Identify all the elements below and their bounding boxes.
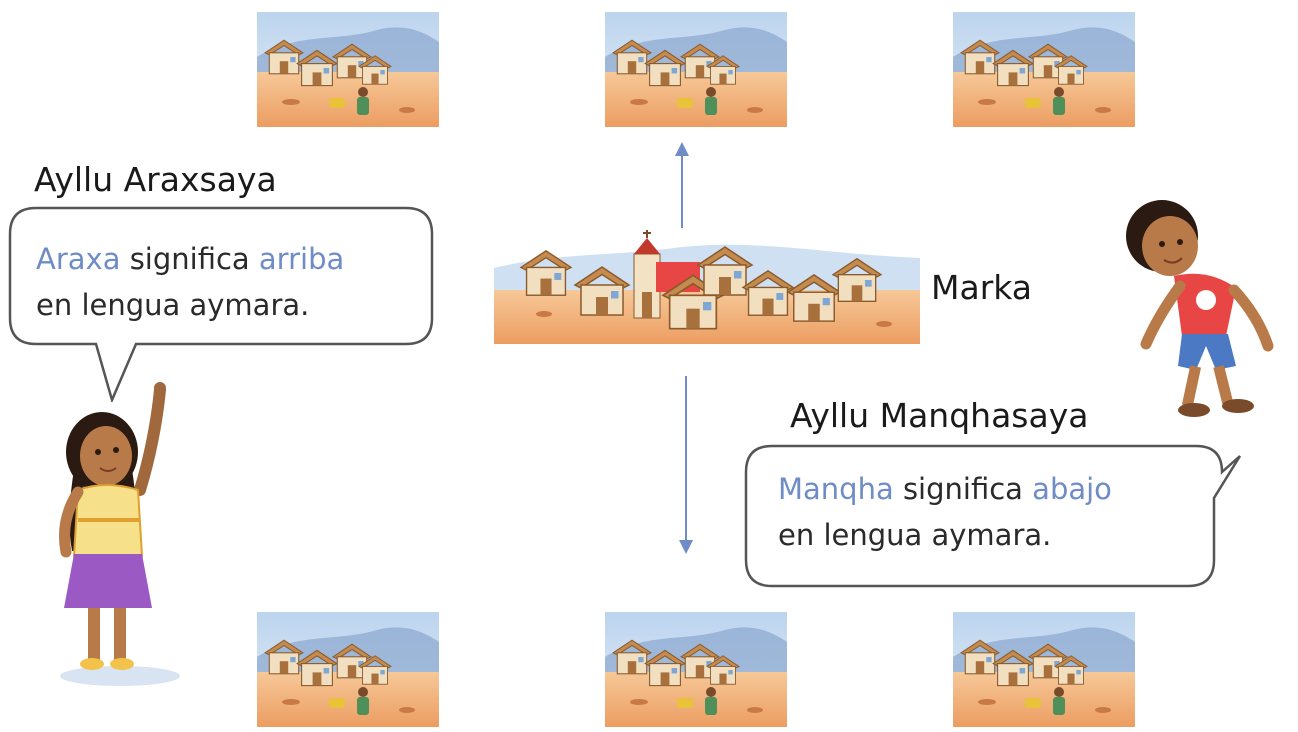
village-image-top-center <box>605 12 787 127</box>
boy-pointing-down-illustration <box>1126 200 1274 417</box>
highlight-abajo: abajo <box>1032 472 1112 506</box>
word-significa: significa <box>902 472 1023 506</box>
speech-bubble-araxsaya <box>8 206 434 402</box>
village-image-bottom-right <box>953 612 1135 727</box>
label-ayllu-manqhasaya: Ayllu Manqhasaya <box>790 396 1089 435</box>
highlight-manqha: Manqha <box>778 472 894 506</box>
arrow-up-icon <box>675 142 689 228</box>
speech-bubble-manqhasaya <box>744 444 1242 588</box>
label-marka: Marka <box>931 268 1033 307</box>
village-image-top-left <box>257 12 439 127</box>
village-image-top-right <box>953 12 1135 127</box>
bubble-araxsaya-text: Araxa significa arriba en lengua aymara. <box>36 236 344 328</box>
bubble-manqhasaya-line-2: en lengua aymara. <box>778 518 1052 552</box>
word-significa: significa <box>129 242 250 276</box>
bubble-araxsaya-line-2: en lengua aymara. <box>36 288 310 322</box>
village-image-bottom-left <box>257 612 439 727</box>
arrow-down-icon <box>679 376 693 554</box>
label-ayllu-araxsaya: Ayllu Araxsaya <box>34 160 277 199</box>
girl-pointing-up-illustration <box>59 382 180 686</box>
highlight-arriba: arriba <box>258 242 345 276</box>
marka-town-image <box>494 230 920 344</box>
bubble-manqhasaya-text: Manqha significa abajo en lengua aymara. <box>778 466 1112 558</box>
highlight-araxa: Araxa <box>36 242 121 276</box>
village-image-bottom-center <box>605 612 787 727</box>
